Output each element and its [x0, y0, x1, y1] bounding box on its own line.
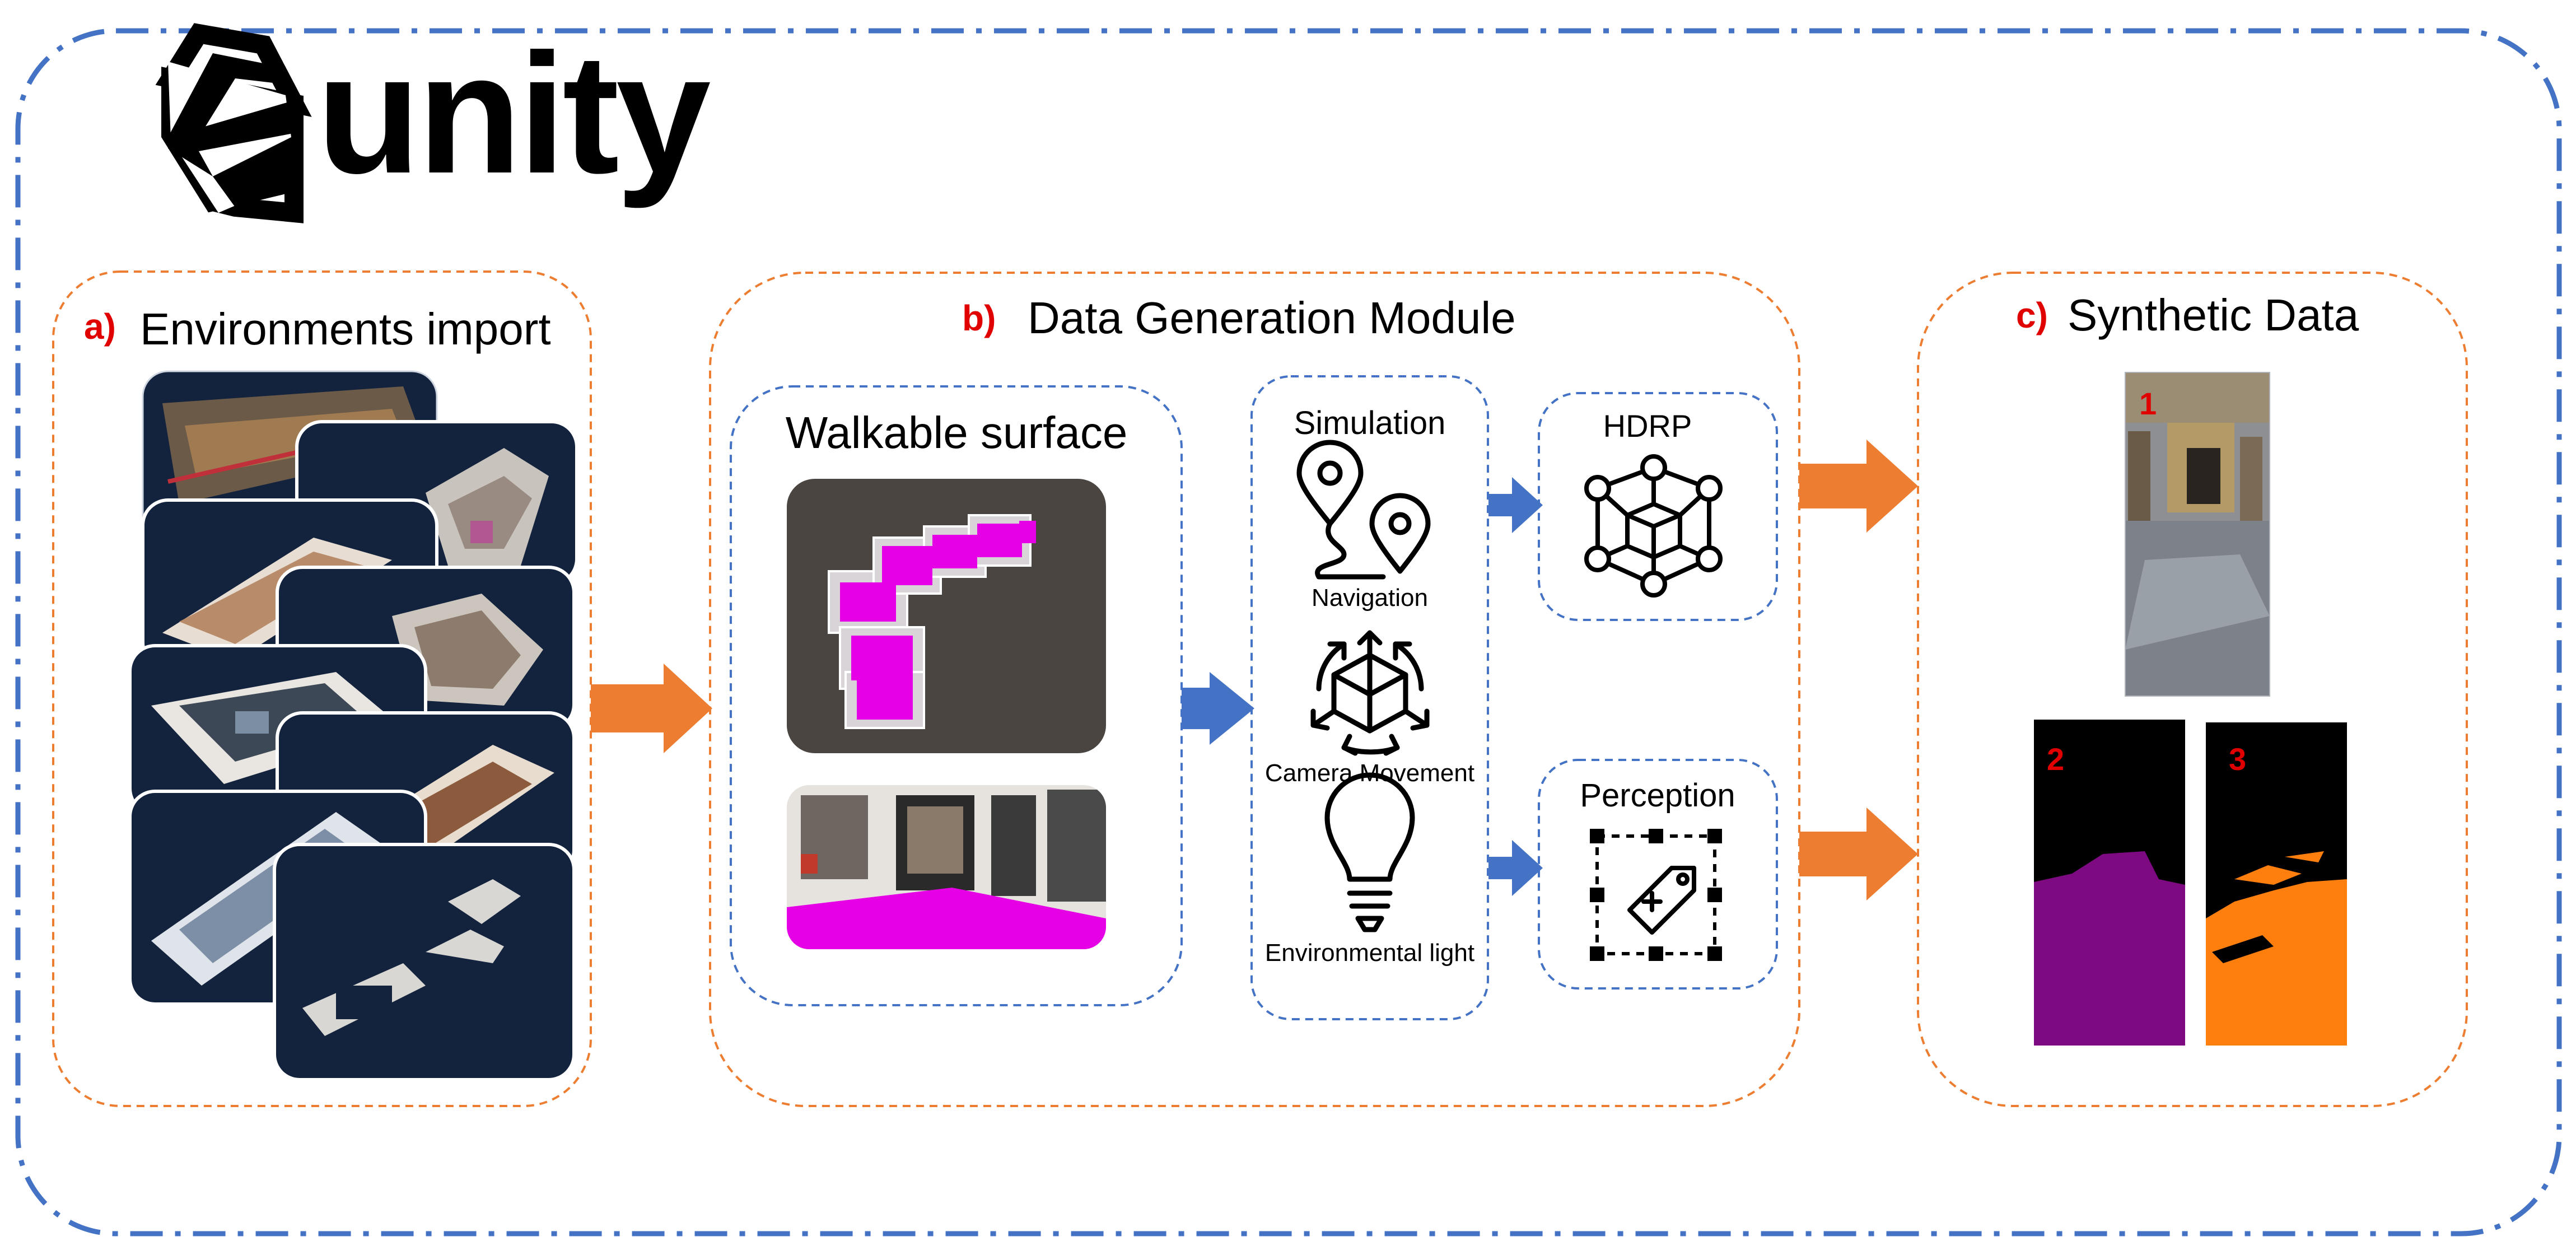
camera-movement-cube-icon	[1310, 630, 1430, 756]
arrow-simulation-to-perception	[1488, 840, 1543, 896]
simulation-box	[1250, 375, 1489, 1020]
walkable-topdown-image	[787, 479, 1106, 753]
panel-c-border	[1917, 272, 2468, 1107]
simulation-item-label: Environmental light	[1265, 939, 1474, 967]
big-arrow-hdrp-to-synthetic	[1799, 440, 1918, 533]
wireframe-cube-icon	[1584, 454, 1723, 598]
environment-thumbnails	[128, 370, 578, 1081]
arrow-walkable-to-simulation	[1182, 672, 1254, 745]
segmentation-purple-image	[2034, 720, 2185, 1046]
simulation-item-label: Navigation	[1312, 584, 1428, 612]
lightbulb-icon	[1324, 772, 1415, 932]
arrow-simulation-to-hdrp	[1488, 477, 1543, 533]
synthetic-item-number: 2	[2047, 741, 2064, 777]
big-arrow-perception-to-synthetic	[1799, 808, 1918, 900]
environment-thumbnail	[273, 843, 576, 1081]
panel-b-border	[709, 272, 1800, 1107]
panel-a-title: Environments import	[140, 304, 551, 354]
unity-logo: unity	[155, 18, 715, 223]
big-arrow-a-to-b	[591, 664, 712, 753]
panel-a-letter: a)	[84, 306, 116, 347]
walkable-surface-title: Walkable surface	[786, 408, 1128, 458]
simulation-title: Simulation	[1294, 405, 1446, 441]
hdrp-box	[1538, 392, 1778, 621]
panel-c-letter: c)	[2016, 295, 2048, 335]
synthetic-rgb-image	[2125, 372, 2270, 697]
synthetic-item-number: 1	[2139, 386, 2157, 421]
panel-c-title: Synthetic Data	[2068, 290, 2359, 340]
panel-a-border	[52, 270, 592, 1107]
walkable-interior-image	[787, 785, 1106, 949]
perception-title: Perception	[1580, 777, 1735, 814]
bounding-box-tag-icon	[1590, 829, 1722, 961]
perception-box	[1538, 759, 1778, 990]
navigation-pins-icon	[1296, 440, 1431, 580]
synthetic-item-number: 3	[2229, 741, 2246, 777]
segmentation-orange-image	[2206, 722, 2347, 1046]
unity-wordmark: unity	[316, 18, 712, 210]
panel-b-title: Data Generation Module	[1028, 293, 1516, 343]
panel-b-letter: b)	[962, 298, 996, 338]
outer-frame	[15, 28, 2562, 1236]
hdrp-title: HDRP	[1603, 408, 1692, 444]
